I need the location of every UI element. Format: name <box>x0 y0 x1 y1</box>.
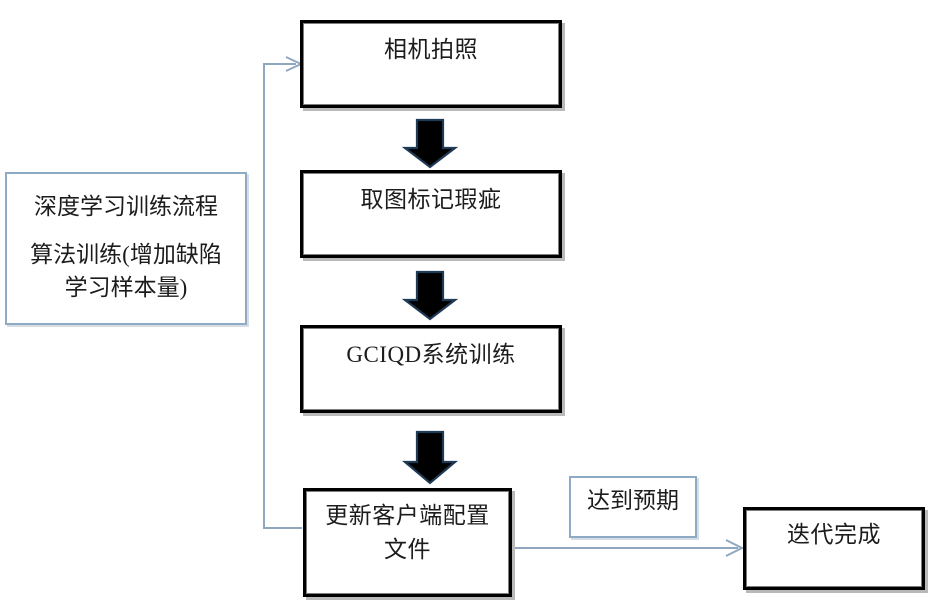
node-mark-defects-label: 取图标记瑕疵 <box>360 187 502 212</box>
node-update-client-config[interactable]: 更新客户端配置 文件 <box>303 488 512 597</box>
arrow-camera-to-mark <box>401 118 459 169</box>
note-line-2: 算法训练(增加缺陷 <box>30 242 222 267</box>
node-mark-defects[interactable]: 取图标记瑕疵 <box>300 170 562 258</box>
note-line-1: 深度学习训练流程 <box>34 194 218 219</box>
node-gciqd-training-label: GCIQD系统训练 <box>346 342 516 367</box>
node-iteration-complete-label: 迭代完成 <box>787 522 881 547</box>
node-camera-capture[interactable]: 相机拍照 <box>300 20 562 108</box>
arrow-mark-to-train <box>401 270 459 321</box>
deep-learning-training-note: 深度学习训练流程 算法训练(增加缺陷 学习样本量) <box>5 172 247 325</box>
note-line-3: 学习样本量) <box>64 275 188 300</box>
node-camera-capture-label: 相机拍照 <box>384 37 478 62</box>
arrow-update-to-camera <box>263 56 304 529</box>
arrow-update-to-done <box>513 539 745 557</box>
node-iteration-complete[interactable]: 迭代完成 <box>743 507 925 590</box>
edge-label-expectation-met: 达到预期 <box>569 476 697 538</box>
node-gciqd-training[interactable]: GCIQD系统训练 <box>300 325 562 413</box>
arrow-train-to-update <box>401 430 459 485</box>
node-update-client-config-label: 更新客户端配置 文件 <box>325 503 490 562</box>
edge-label-text: 达到预期 <box>587 488 679 513</box>
